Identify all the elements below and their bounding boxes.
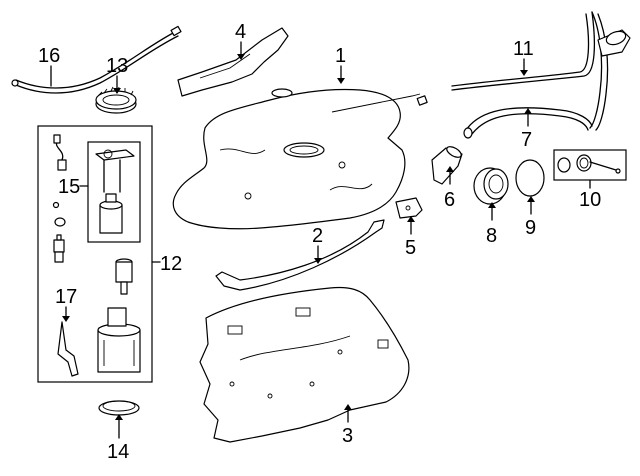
vent-hose-part-16 [11,25,182,94]
label-1-group: 1 [335,45,346,84]
neck-ring-part-8 [473,167,509,205]
bracket-part-5 [395,197,423,219]
label-9: 9 [525,217,536,239]
label-11: 11 [513,38,534,60]
cap-kit-part-10 [553,149,627,181]
label-14-group: 14 [107,414,129,463]
label-5-group: 5 [405,216,416,259]
gasket-part-14 [98,400,140,416]
hose-part-7 [463,107,593,139]
pump-assembly-box [37,125,153,383]
label-2: 2 [312,225,323,247]
label-12: 12 [160,253,182,275]
label-4: 4 [235,21,246,43]
label-17: 17 [55,286,77,308]
bracket-part-17 [57,321,79,377]
connector-part-6 [431,146,463,185]
label-8: 8 [486,225,497,247]
label-2-group: 2 [312,225,323,264]
label-13: 13 [106,55,128,77]
label-5: 5 [405,237,416,259]
label-14: 14 [107,441,129,463]
fuel-tank-part-1 [172,88,428,230]
check-valve-part [53,234,65,263]
tank-strap-part-2 [215,219,385,291]
wire-harness-part [53,134,67,171]
label-1: 1 [335,45,346,67]
under-cover-part-3 [199,286,410,443]
o-ring-part-9 [515,159,545,197]
label-10: 10 [579,189,601,211]
label-8-group: 8 [486,202,497,247]
label-3-group: 3 [342,404,353,447]
label-17-group: 17 [55,286,77,322]
label-7: 7 [521,129,532,151]
label-11-group: 11 [513,38,534,76]
label-12-group: 12 [151,253,182,275]
label-15-group: 15 [58,176,89,198]
label-9-group: 9 [525,196,536,239]
label-3: 3 [342,425,353,447]
label-6-group: 6 [444,166,455,211]
label-13-group: 13 [106,55,128,94]
pump-housing-part [97,307,141,373]
label-15: 15 [58,176,80,198]
label-16: 16 [38,45,60,67]
sender-gauge-box [87,141,141,243]
protector-part-4 [177,27,289,97]
sender-gauge-part-15 [95,149,135,234]
label-10-group: 10 [579,179,601,211]
small-o-ring [52,201,60,209]
filler-pipe-part-11 [451,11,631,131]
grommet [54,217,66,227]
label-4-group: 4 [235,21,246,60]
label-7-group: 7 [521,108,532,151]
label-6: 6 [444,189,455,211]
label-16-group: 16 [38,45,60,87]
fuel-pump-motor [115,258,133,295]
